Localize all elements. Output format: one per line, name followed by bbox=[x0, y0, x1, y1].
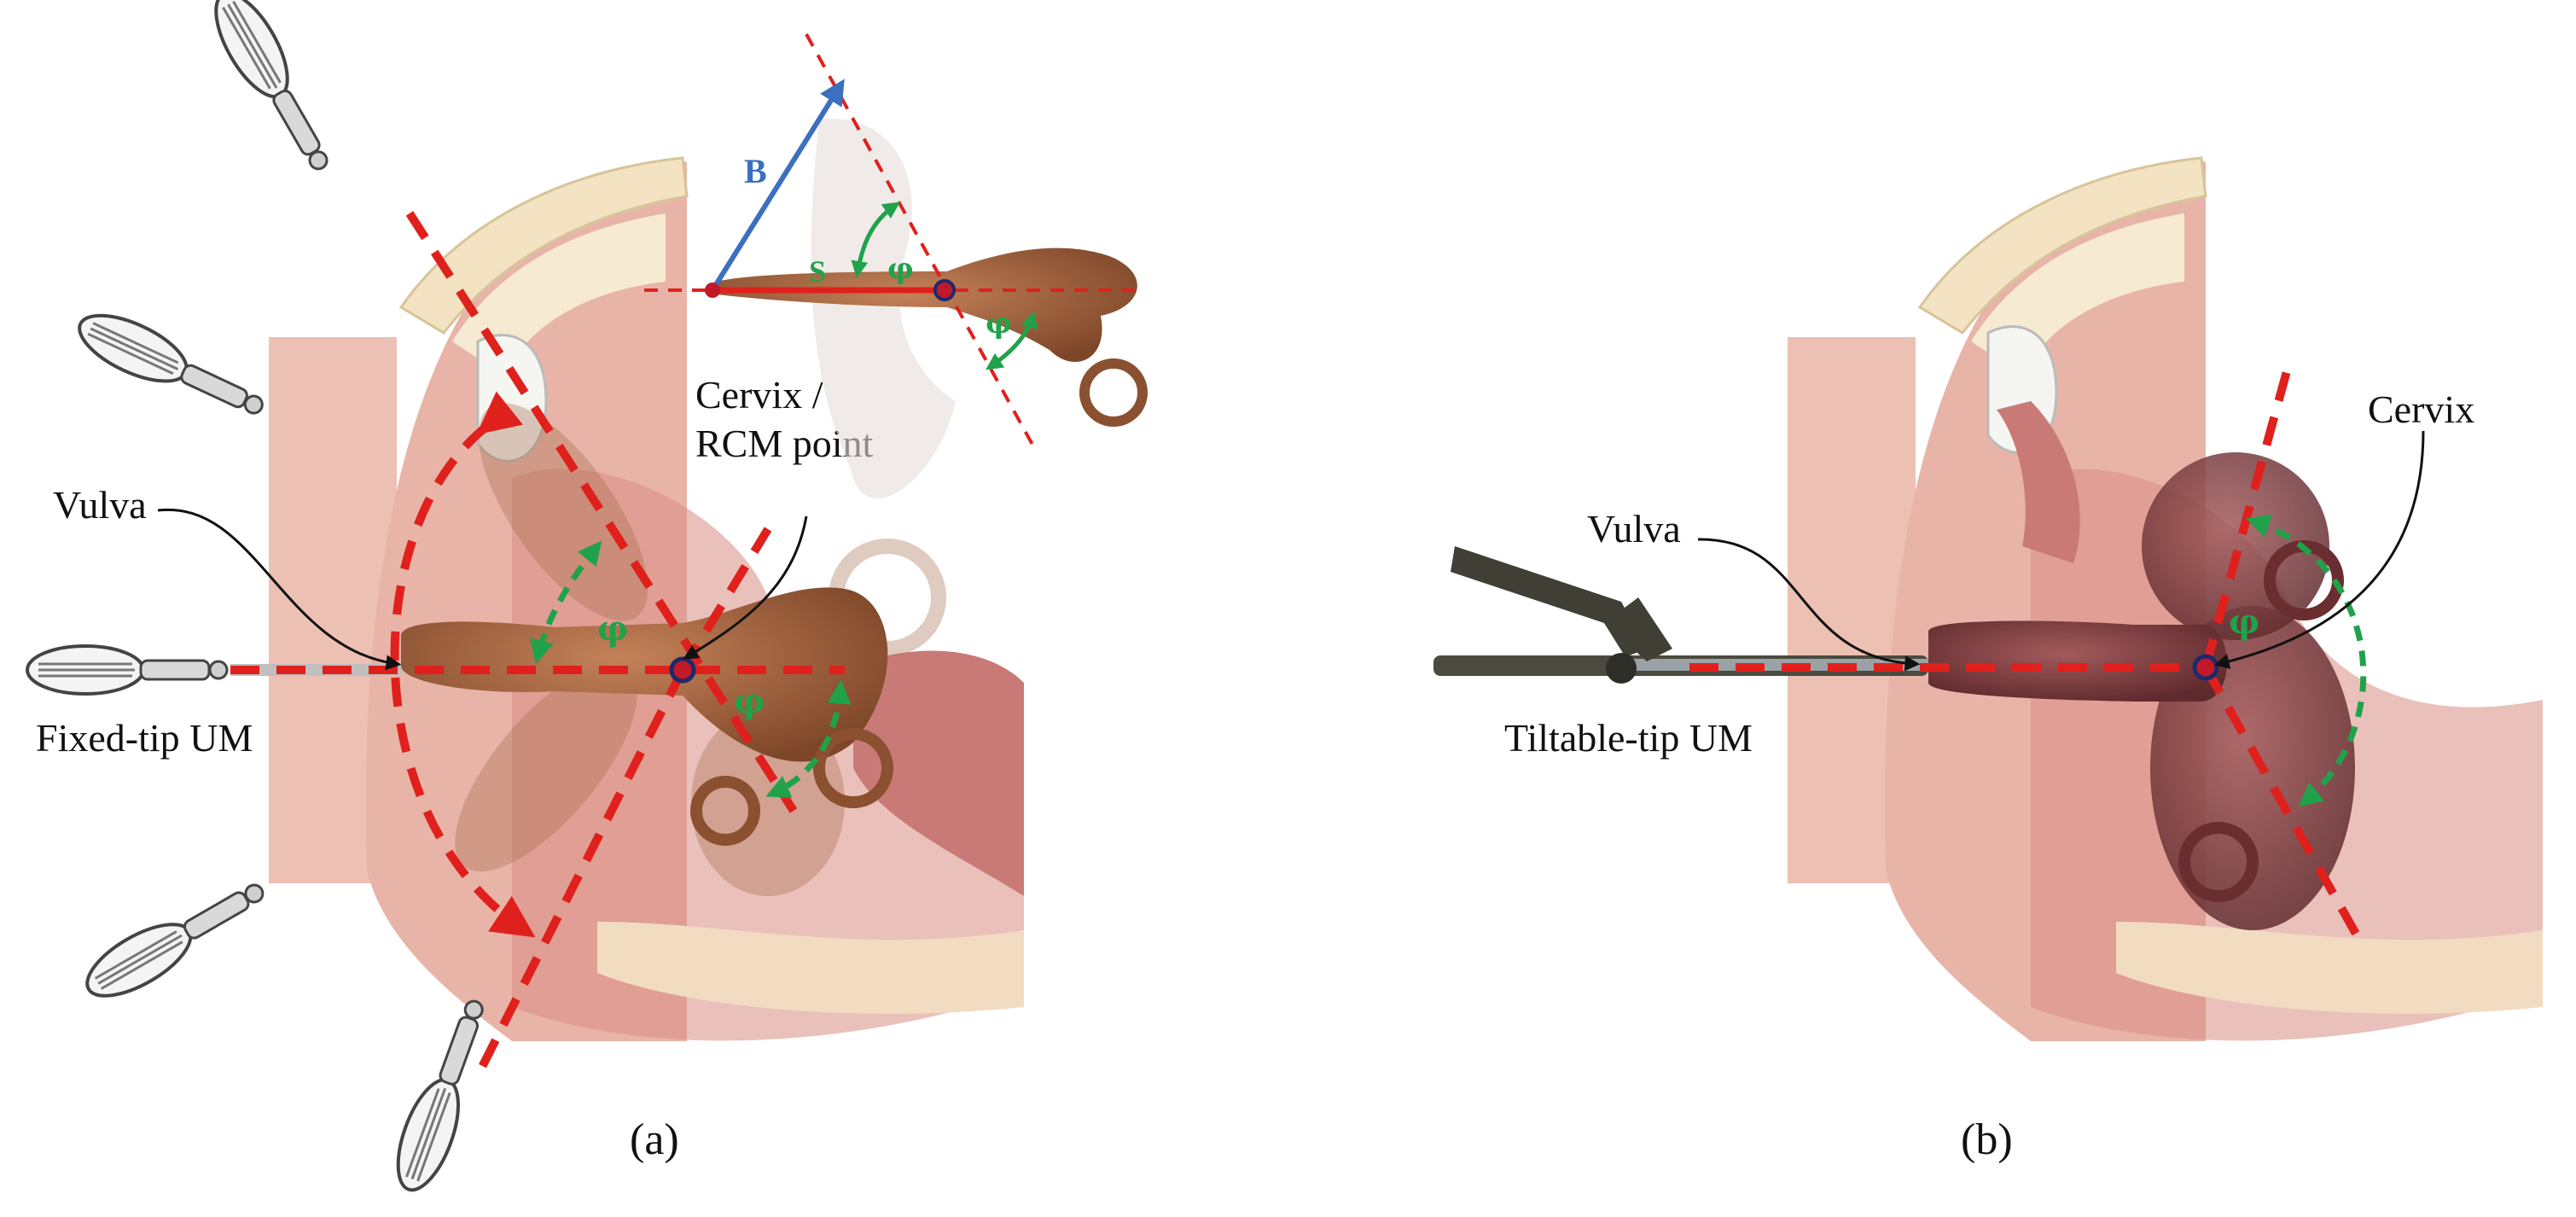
vector-b-label: B bbox=[744, 152, 767, 190]
cervix-label-line1: Cervix / bbox=[695, 373, 823, 416]
inset-phi-label-upper: φ bbox=[887, 252, 914, 286]
inset-origin-point bbox=[705, 282, 720, 298]
tool-handle-lower bbox=[384, 992, 501, 1200]
vector-s-label: S bbox=[809, 254, 826, 288]
tool-handle-upper bbox=[200, 0, 346, 182]
panel-a: φ φ Vulva Cervix / RCM point Fixed-tip U… bbox=[26, 0, 1148, 1200]
inset-vector-diagram: B S φ φ bbox=[644, 33, 1148, 499]
angle-phi-label-lower: φ bbox=[734, 681, 765, 721]
angle-phi-label-upper: φ bbox=[597, 608, 628, 649]
axis-tilt-lower bbox=[2201, 665, 2368, 950]
inset-uterus bbox=[717, 247, 1137, 363]
angle-phi-label-b: φ bbox=[2229, 602, 2259, 642]
vector-b-arrow bbox=[710, 79, 845, 292]
tool-handle-upper-left bbox=[68, 300, 274, 432]
caption-b: (b) bbox=[1961, 1115, 2013, 1164]
axis-oblique-lower bbox=[474, 667, 687, 1078]
rotation-arc-arrow bbox=[390, 391, 536, 938]
inset-angle-arrow-lower bbox=[986, 311, 1038, 370]
tool-handle-horizontal bbox=[26, 644, 229, 696]
rcm-point-a bbox=[669, 656, 696, 684]
inset-axis-oblique bbox=[805, 33, 1038, 453]
vulva-label-a: Vulva bbox=[53, 483, 147, 527]
inset-phi-label-lower: φ bbox=[986, 306, 1012, 341]
cervix-callout-a bbox=[683, 515, 808, 660]
instrument-label-b: Tiltable-tip UM bbox=[1504, 716, 1753, 760]
tool-handle-lower-left bbox=[74, 866, 276, 1012]
inset-ghost-uterus bbox=[811, 119, 956, 499]
panel-b: φ Vulva Cervix Tiltable-tip UM (b) bbox=[1433, 156, 2543, 1164]
angle-arrows-a bbox=[530, 540, 852, 798]
vulva-callout-a bbox=[157, 508, 402, 671]
axis-oblique-upper bbox=[405, 211, 798, 813]
angle-arrow-upper bbox=[530, 540, 602, 665]
pelvic-anatomy-b bbox=[1788, 156, 2543, 1042]
instrument-label-a: Fixed-tip UM bbox=[36, 716, 253, 760]
inset-rcm-point bbox=[933, 279, 956, 301]
cervix-label-b: Cervix bbox=[2368, 387, 2474, 431]
caption-a: (a) bbox=[630, 1115, 679, 1164]
cervix-callout-b bbox=[2213, 430, 2425, 669]
inset-angle-arrow-upper bbox=[851, 201, 900, 278]
cervix-point-b bbox=[2192, 654, 2219, 681]
vulva-label-b: Vulva bbox=[1587, 507, 1681, 550]
vulva-callout-b bbox=[1697, 538, 1921, 672]
angle-arrow-b bbox=[2246, 514, 2367, 807]
